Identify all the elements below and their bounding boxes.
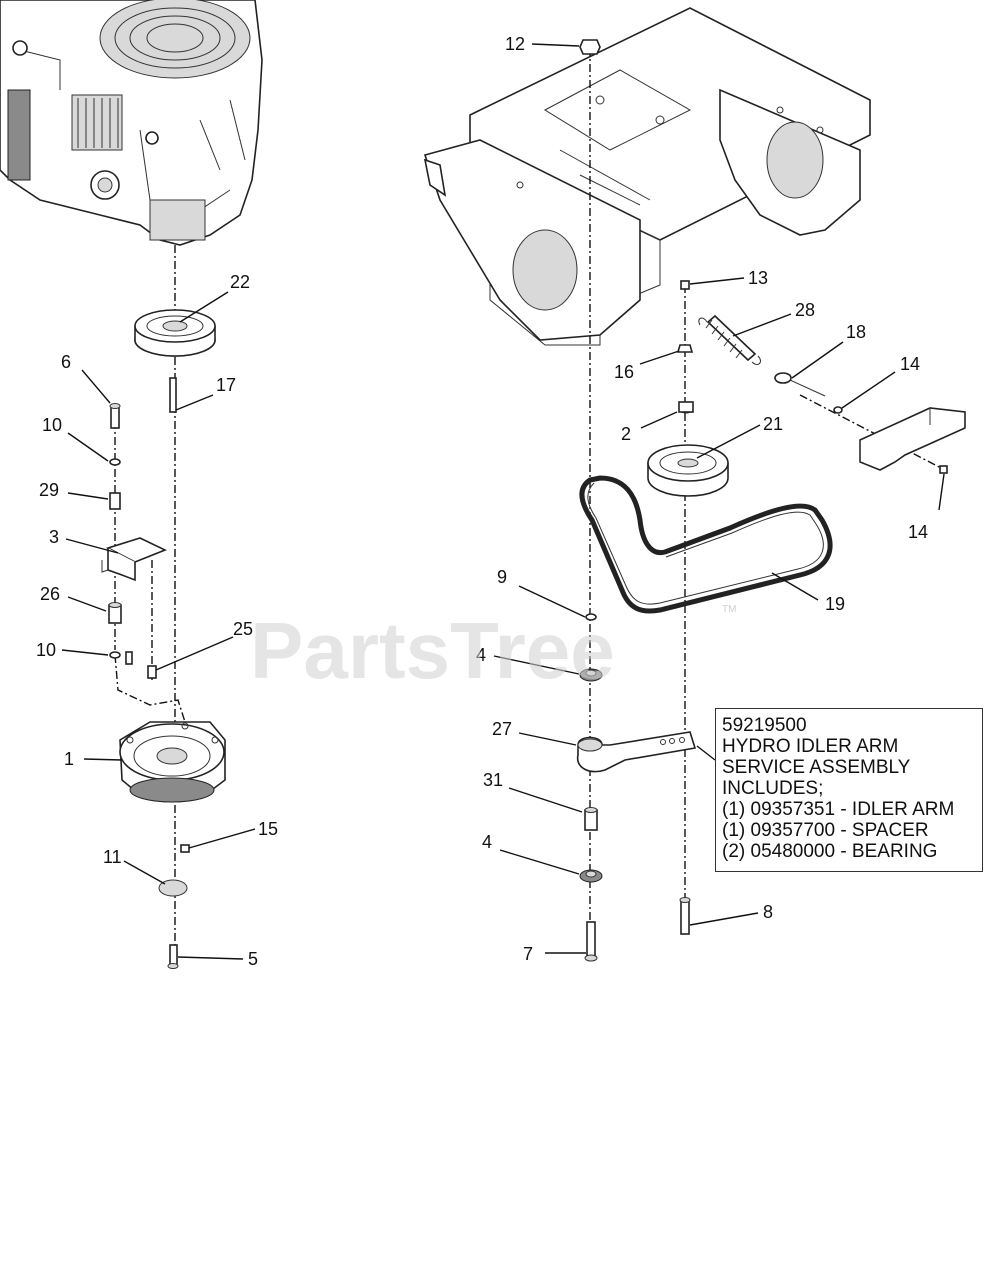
callout-line-title-2: SERVICE ASSEMBLY (722, 757, 911, 778)
label-4-upper: 4 (476, 645, 486, 665)
washer-16 (676, 344, 694, 353)
bracket-14 (859, 407, 966, 471)
washer-10-top (109, 458, 121, 466)
nut-13 (680, 280, 690, 290)
bolt-25 (147, 665, 157, 679)
label-10-bottom: 10 (36, 640, 56, 660)
label-6: 6 (61, 352, 71, 372)
pulley-21 (647, 444, 729, 497)
pulley-22 (134, 309, 216, 357)
washer-10-bottom (109, 651, 133, 665)
label-13: 13 (748, 268, 768, 288)
spacer-31 (584, 807, 598, 831)
label-28: 28 (795, 300, 815, 320)
label-19: 19 (825, 594, 845, 614)
idler-arm-27 (576, 731, 697, 773)
label-14-lower: 14 (908, 522, 928, 542)
label-7: 7 (523, 944, 533, 964)
label-9: 9 (497, 567, 507, 587)
spacer-29 (109, 492, 121, 510)
label-14-upper: 14 (900, 354, 920, 374)
bearing-4-upper (579, 668, 603, 682)
label-26: 26 (40, 584, 60, 604)
washer-11 (158, 879, 188, 897)
label-16: 16 (614, 362, 634, 382)
label-3: 3 (49, 527, 59, 547)
bolt-6 (109, 403, 121, 429)
key-17 (169, 377, 177, 413)
watermark-text: PartsTree (250, 606, 615, 695)
callout-line-includes: INCLUDES; (722, 778, 824, 799)
spacer-2 (678, 401, 694, 414)
spacer-26 (108, 602, 122, 624)
label-27: 27 (492, 719, 512, 739)
bolt-5 (167, 944, 179, 969)
label-21: 21 (763, 414, 783, 434)
callout-line-bearing: (2) 05480000 - BEARING (722, 841, 938, 862)
bolt-8 (679, 897, 691, 935)
label-22: 22 (230, 272, 250, 292)
label-10-top: 10 (42, 415, 62, 435)
label-25: 25 (233, 619, 253, 639)
part-labels: 22 17 6 10 29 3 26 10 25 1 15 11 5 12 13… (36, 34, 928, 969)
callout-line-idler-arm: (1) 09357351 - IDLER ARM (722, 799, 955, 820)
nut-14-upper (833, 406, 843, 414)
label-17: 17 (216, 375, 236, 395)
label-1: 1 (64, 749, 74, 769)
label-4-lower: 4 (482, 832, 492, 852)
watermark-trademark: TM (722, 604, 736, 615)
frame-illustration (423, 7, 871, 346)
callout-line-title-1: HYDRO IDLER ARM (722, 736, 899, 757)
label-12: 12 (505, 34, 525, 54)
label-11: 11 (103, 847, 122, 867)
bearing-4-lower (579, 869, 603, 883)
bracket-3 (101, 537, 167, 582)
eyebolt-18 (774, 372, 826, 397)
callout-line-spacer: (1) 09357700 - SPACER (722, 820, 929, 841)
callout-line-part-number: 59219500 (722, 715, 807, 736)
engine-illustration (0, 0, 263, 246)
label-8: 8 (763, 902, 773, 922)
label-29: 29 (39, 480, 59, 500)
service-assembly-callout: 59219500 HYDRO IDLER ARM SERVICE ASSEMBL… (715, 708, 983, 872)
belt-19 (579, 475, 833, 614)
clutch-1 (119, 721, 226, 803)
nut-12 (579, 39, 601, 55)
leader-lines (61, 43, 945, 960)
nut-15 (180, 844, 190, 853)
nut-14-lower (939, 465, 948, 474)
label-15: 15 (258, 819, 278, 839)
washer-9 (585, 613, 597, 621)
label-5: 5 (248, 949, 258, 969)
right-assembly-axes (589, 48, 946, 955)
label-31: 31 (483, 770, 503, 790)
label-18: 18 (846, 322, 866, 342)
bolt-7 (584, 921, 598, 962)
spring-28 (698, 314, 761, 365)
label-2: 2 (621, 424, 631, 444)
